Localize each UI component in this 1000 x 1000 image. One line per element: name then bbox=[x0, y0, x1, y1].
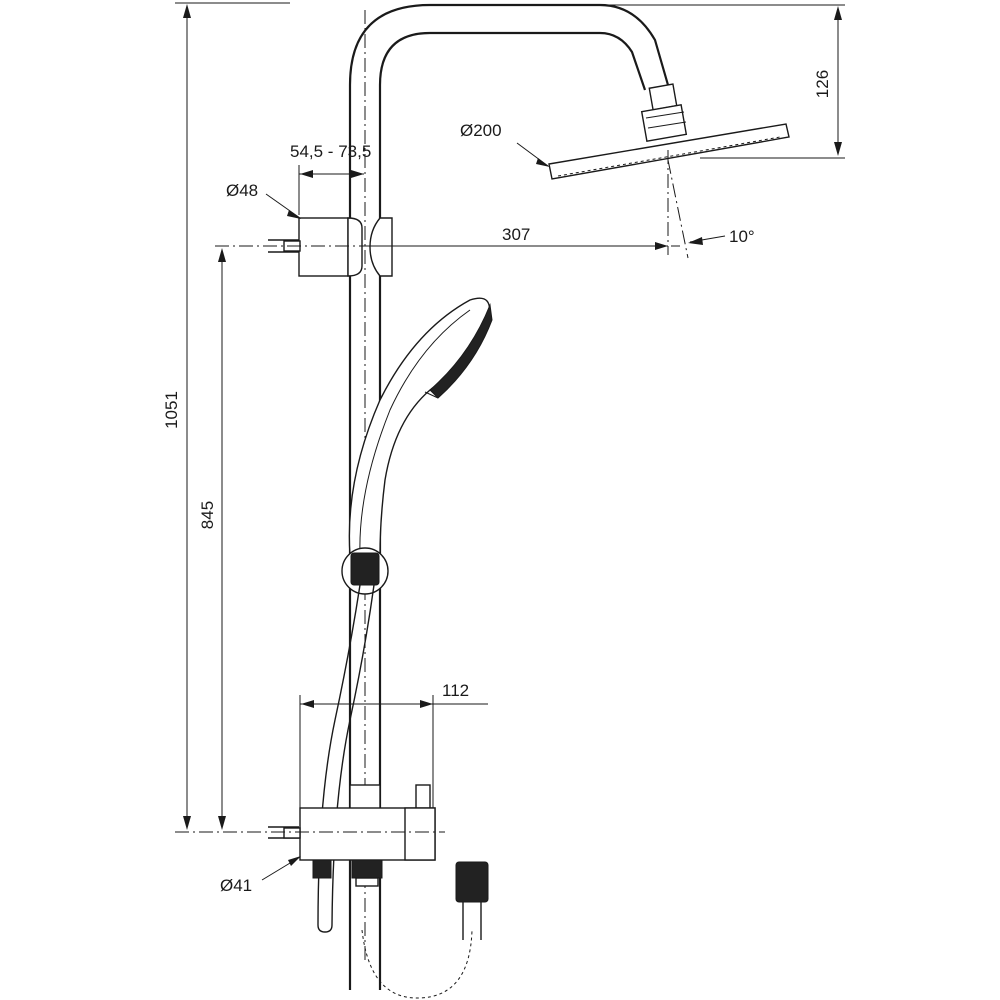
leader-head-diameter bbox=[516, 142, 550, 167]
label-arm-reach: 307 bbox=[502, 225, 530, 244]
slide-holder bbox=[341, 547, 389, 595]
leader-mixer-diameter bbox=[261, 856, 301, 881]
hose bbox=[317, 584, 482, 999]
label-mixer-depth: 112 bbox=[442, 681, 469, 700]
wall-bracket bbox=[215, 217, 680, 277]
label-bracket-diameter: Ø48 bbox=[226, 181, 258, 200]
label-tilt-angle: 10° bbox=[729, 227, 755, 246]
dimension-tilt-angle bbox=[688, 235, 726, 245]
label-bracket-range: 54,5 - 73,5 bbox=[290, 142, 371, 161]
leader-bracket-diameter bbox=[265, 193, 301, 219]
label-head-drop: 126 bbox=[813, 70, 832, 98]
dimension-mixer-depth bbox=[299, 695, 488, 808]
dimension-bracket-range bbox=[298, 165, 364, 215]
label-head-diameter: Ø200 bbox=[460, 121, 502, 140]
dimension-bracket-height bbox=[218, 248, 226, 830]
thermostatic-mixer bbox=[175, 784, 489, 903]
dimension-total-height bbox=[175, 2, 290, 830]
label-total-height: 1051 bbox=[162, 391, 181, 429]
head-shower bbox=[548, 83, 790, 259]
label-mixer-diameter: Ø41 bbox=[220, 876, 252, 895]
dimension-head-drop bbox=[600, 4, 845, 159]
dimension-arm-reach bbox=[372, 242, 668, 250]
label-bracket-height: 845 bbox=[198, 501, 217, 529]
hand-shower bbox=[348, 297, 493, 556]
